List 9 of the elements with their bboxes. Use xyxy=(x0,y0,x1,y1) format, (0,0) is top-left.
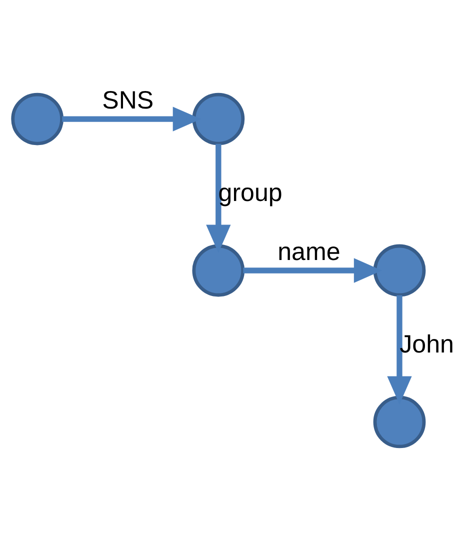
node-circle xyxy=(192,92,245,145)
node-circle xyxy=(192,244,245,296)
edge-label: SNS xyxy=(102,86,154,114)
node-circle xyxy=(373,244,426,296)
arrow xyxy=(243,258,382,282)
edge-label: name xyxy=(278,237,340,266)
node-circle xyxy=(11,92,64,145)
arrow xyxy=(62,106,202,131)
node-circle xyxy=(373,395,426,448)
